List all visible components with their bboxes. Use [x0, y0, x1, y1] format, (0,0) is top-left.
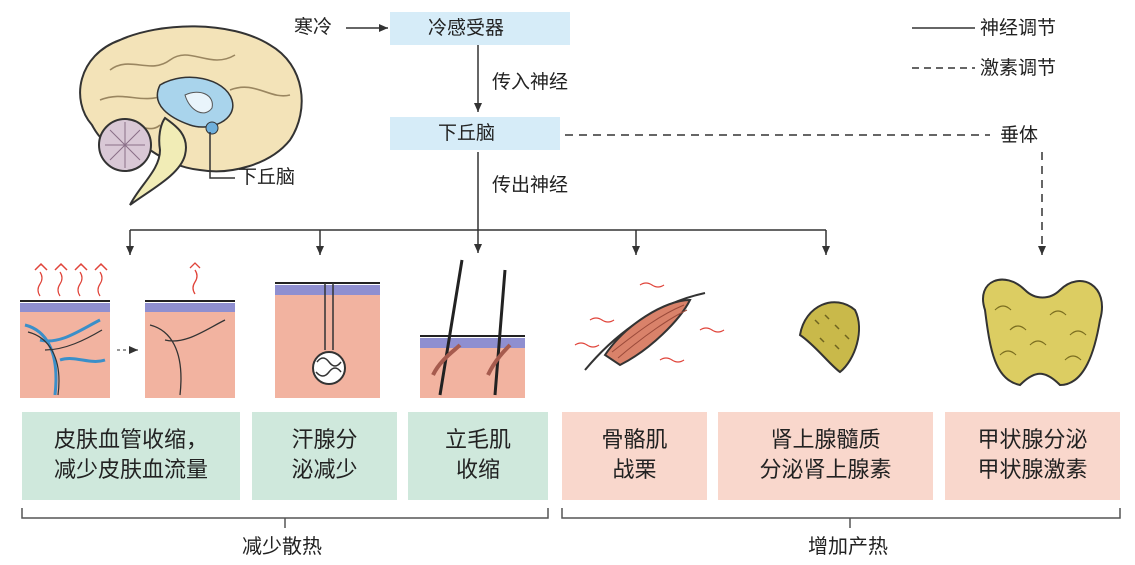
efferent-nerve-label: 传出神经: [492, 174, 569, 196]
hypothalamus-label: 下丘脑: [438, 122, 496, 144]
group-bracket-increase: [561, 508, 1121, 528]
effector-skin-vessel: 皮肤血管收缩， 减少皮肤血流量: [22, 412, 240, 500]
effector-line2: 减少皮肤血流量: [53, 458, 208, 483]
arrector-pili-illustration: [420, 259, 525, 398]
effector-line1: 骨骼肌: [601, 428, 668, 453]
nerve-distribution: [126, 229, 830, 255]
stimulus-label: 寒冷: [294, 16, 333, 38]
group-label-reduce-heat-loss: 减少散热: [242, 534, 322, 558]
effector-thyroid: 甲状腺分泌 甲状腺激素: [945, 412, 1120, 500]
effector-sweat-gland: 汗腺分 泌减少: [252, 412, 397, 500]
receptor-label: 冷感受器: [428, 17, 505, 39]
effector-line2: 泌减少: [291, 458, 358, 483]
effector-line2: 分泌肾上腺素: [759, 458, 892, 483]
effector-skeletal-muscle: 骨骼肌 战栗: [562, 412, 707, 500]
adrenal-gland-illustration: [798, 301, 860, 374]
effector-line1: 汗腺分: [291, 428, 358, 453]
effector-line1: 皮肤血管收缩，: [53, 428, 208, 453]
effector-line2: 甲状腺激素: [977, 458, 1088, 483]
brain-hypothalamus-label: 下丘脑: [238, 166, 296, 188]
group-bracket-reduce: [21, 508, 549, 528]
effector-line1: 肾上腺髓质: [770, 428, 881, 453]
legend-hormone-label: 激素调节: [980, 57, 1057, 79]
group-label-increase-heat-production: 增加产热: [808, 534, 888, 558]
effector-arrector-pili: 立毛肌 收缩: [408, 412, 548, 500]
afferent-nerve-label: 传入神经: [492, 71, 569, 93]
effector-line2: 战栗: [612, 458, 657, 483]
effector-line1: 立毛肌: [444, 428, 511, 453]
sweat-gland-illustration: [275, 282, 380, 398]
skeletal-muscle-illustration: [574, 282, 725, 371]
thyroid-gland-illustration: [982, 278, 1103, 387]
brain-illustration: [79, 25, 303, 206]
hypothalamus-highlight: [390, 117, 560, 150]
effector-adrenal-medulla: 肾上腺髓质 分泌肾上腺素: [718, 412, 933, 500]
effector-line2: 收缩: [455, 458, 500, 483]
receptor-highlight: [390, 12, 570, 45]
skin-vessel-illustration: [20, 262, 235, 398]
pituitary-label: 垂体: [1000, 124, 1039, 146]
effector-line1: 甲状腺分泌: [977, 428, 1088, 453]
legend-nerve-label: 神经调节: [980, 17, 1057, 39]
